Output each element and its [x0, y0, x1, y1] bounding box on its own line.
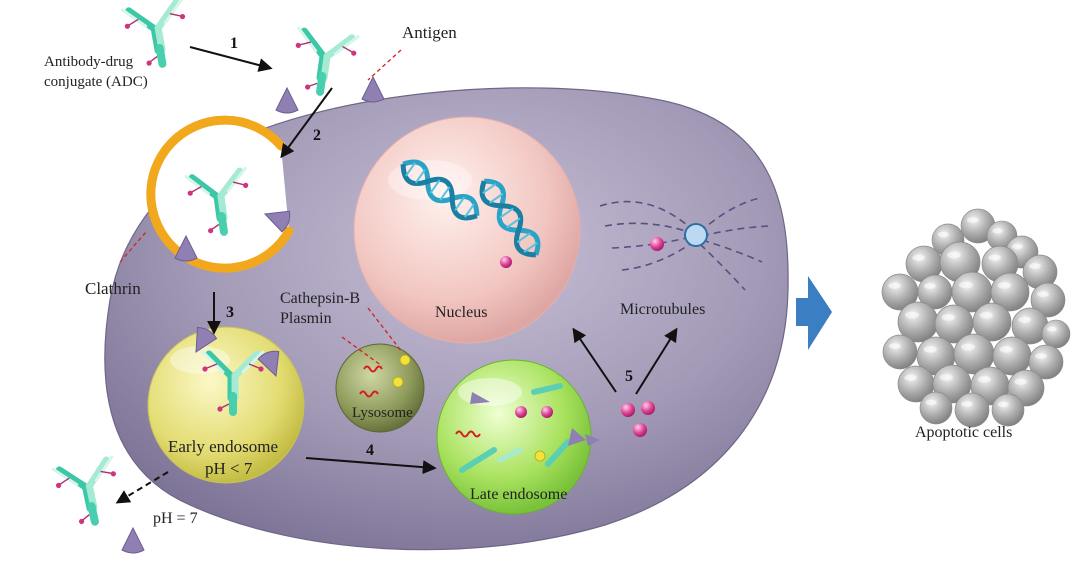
early-endosome-ph-label: pH < 7	[205, 459, 253, 478]
plasmin-label: Plasmin	[280, 310, 332, 327]
centrosome-icon	[684, 223, 708, 247]
antigen-icon	[361, 76, 385, 103]
ph-neutral-label: pH = 7	[153, 510, 198, 527]
step-3-label: 3	[226, 304, 234, 321]
process-arrow-icon	[796, 276, 832, 350]
late-endosome	[436, 359, 600, 515]
enzyme-leader-line	[341, 336, 383, 367]
late-endosome-label: Late endosome	[470, 486, 567, 503]
cathepsin-label: Cathepsin-B	[280, 290, 360, 307]
early-endosome-label: Early endosome	[168, 437, 278, 456]
apoptotic-cell-bubble	[1041, 319, 1071, 349]
step-5-arrow	[635, 327, 678, 395]
early-endosome	[147, 324, 305, 484]
adc-label: Antibody-drug	[44, 54, 134, 70]
payload-dot	[650, 237, 664, 251]
released-payload	[621, 401, 655, 437]
apoptotic-cells-label: Apoptotic cells	[915, 424, 1012, 441]
step-5-arrow	[572, 327, 617, 393]
microtubules-label: Microtubules	[620, 301, 705, 318]
adc-label: conjugate (ADC)	[44, 74, 148, 90]
antigen-leader-line	[367, 49, 402, 81]
step-4-arrow	[305, 457, 437, 475]
step-2-arrow	[280, 87, 333, 159]
nucleus	[353, 116, 581, 344]
step-2-label: 2	[313, 127, 321, 144]
step-5-label: 5	[625, 368, 633, 385]
apoptotic-cells-cluster	[881, 208, 1071, 428]
bound-adc-icon	[290, 28, 359, 96]
dna-helix-icon	[400, 159, 480, 221]
antigen-label: Antigen	[402, 23, 457, 42]
dna-helix-icon	[479, 178, 541, 258]
nucleus-label: Nucleus	[435, 304, 487, 321]
apoptotic-cell-bubble	[991, 393, 1025, 427]
apoptotic-cell-bubble	[954, 392, 990, 428]
lysosome-label: Lysosome	[352, 405, 413, 421]
step-1-arrow	[189, 46, 273, 72]
step-4-label: 4	[366, 442, 374, 459]
lysosome	[335, 343, 425, 433]
step-1-label: 1	[230, 35, 238, 52]
apoptotic-cell-bubble	[919, 391, 953, 425]
antigen-icon	[275, 87, 299, 114]
recycled-adc-icon	[53, 457, 125, 528]
clathrin-label: Clathrin	[85, 279, 141, 298]
clathrin-coated-pit	[146, 115, 294, 273]
antigen-icon	[121, 527, 145, 554]
apoptotic-cell-bubble	[882, 334, 918, 370]
process-arrows	[115, 46, 678, 504]
enzyme-leader-line	[367, 307, 403, 353]
payload-dot	[500, 256, 512, 268]
